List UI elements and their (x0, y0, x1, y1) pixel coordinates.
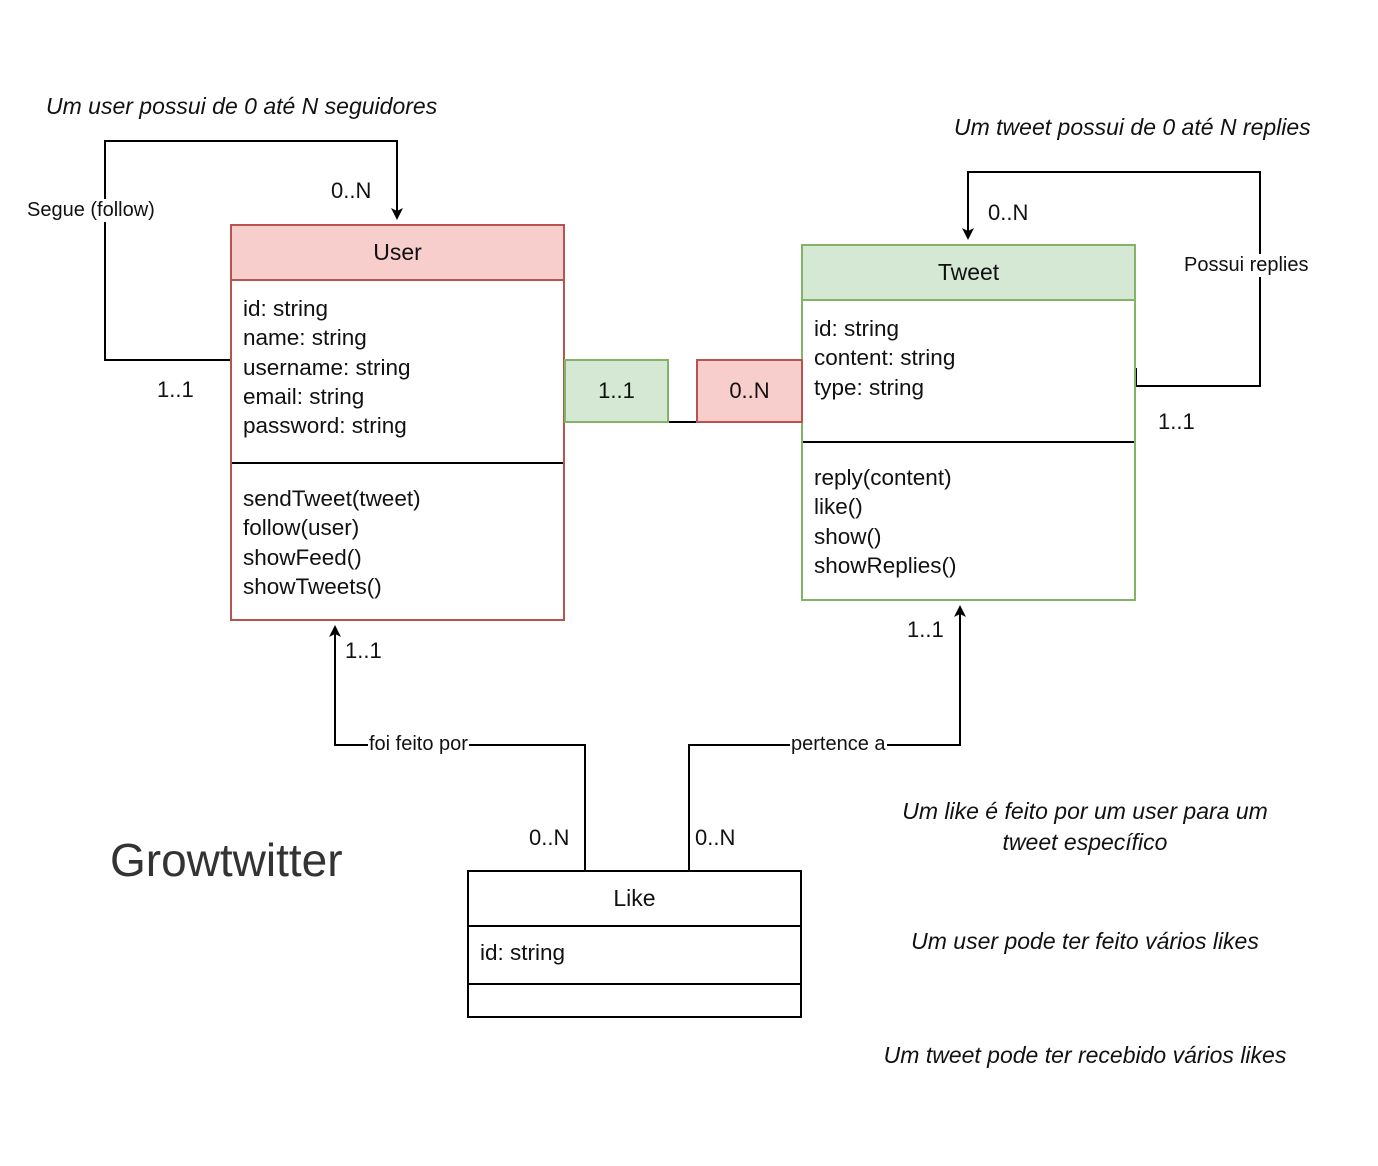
like-attributes: id: string (469, 927, 800, 985)
follow-label: Segue (follow) (26, 199, 156, 222)
follow-connector (104, 140, 403, 361)
note-user-likes: Um user pode ter feito vários likes (911, 928, 1259, 954)
like-class[interactable]: Like id: string (467, 870, 802, 1018)
note-tweet-likes: Um tweet pode ter recebido vários likes (883, 1042, 1287, 1068)
method: follow(user) (243, 515, 360, 541)
like-user-like-multiplicity: 0..N (529, 825, 570, 850)
method: show() (814, 523, 882, 549)
method: like() (814, 494, 863, 520)
like-user-label: foi feito por (368, 733, 469, 756)
like-class-name: Like (469, 872, 800, 927)
like-tweet-like-multiplicity: 0..N (695, 825, 736, 850)
like-tweet-tweet-multiplicity: 1..1 (907, 617, 944, 642)
method: showFeed() (243, 544, 362, 570)
attribute: password: string (243, 413, 407, 439)
like-methods (469, 985, 800, 997)
like-tweet-label: pertence a (790, 733, 887, 756)
like-user-user-multiplicity: 1..1 (345, 638, 382, 663)
tweet-class-name: Tweet (803, 246, 1134, 301)
user-class[interactable]: User id: string name: string username: s… (230, 224, 565, 621)
replies-target-multiplicity: 0..N (988, 200, 1029, 225)
method: sendTweet(tweet) (243, 486, 421, 511)
user-tweet-user-multiplicity: 1..1 (564, 359, 669, 423)
attribute: id: string (814, 316, 900, 341)
follow-target-multiplicity: 0..N (331, 178, 372, 203)
follow-source-multiplicity: 1..1 (157, 377, 194, 402)
attribute: username: string (243, 354, 411, 380)
note-like-line1: Um like é feito por um user para um (902, 798, 1268, 824)
tweet-methods: reply(content) like() show() showReplies… (803, 443, 1134, 580)
method: showTweets() (243, 573, 382, 599)
tweet-class[interactable]: Tweet id: string content: string type: s… (801, 244, 1136, 601)
user-tweet-tweet-multiplicity: 0..N (696, 359, 803, 423)
method: reply(content) (814, 465, 952, 490)
attribute: email: string (243, 383, 365, 409)
user-class-name: User (232, 226, 563, 281)
replies-label: Possui replies (1183, 254, 1310, 277)
note-replies: Um tweet possui de 0 até N replies (954, 114, 1311, 140)
attribute: id: string (243, 296, 329, 321)
attribute: name: string (243, 325, 367, 351)
attribute: type: string (814, 374, 925, 400)
attribute: id: string (480, 940, 566, 965)
replies-source-multiplicity: 1..1 (1158, 409, 1195, 434)
tweet-attributes: id: string content: string type: string (803, 301, 1134, 443)
note-followers: Um user possui de 0 até N seguidores (46, 93, 438, 119)
method: showReplies() (814, 552, 957, 578)
note-like-line2: tweet específico (1002, 829, 1168, 855)
user-attributes: id: string name: string username: string… (232, 281, 563, 464)
attribute: content: string (814, 345, 956, 371)
user-methods: sendTweet(tweet) follow(user) showFeed()… (232, 464, 563, 601)
diagram-title: Growtwitter (110, 834, 343, 886)
replies-connector (962, 171, 1261, 387)
